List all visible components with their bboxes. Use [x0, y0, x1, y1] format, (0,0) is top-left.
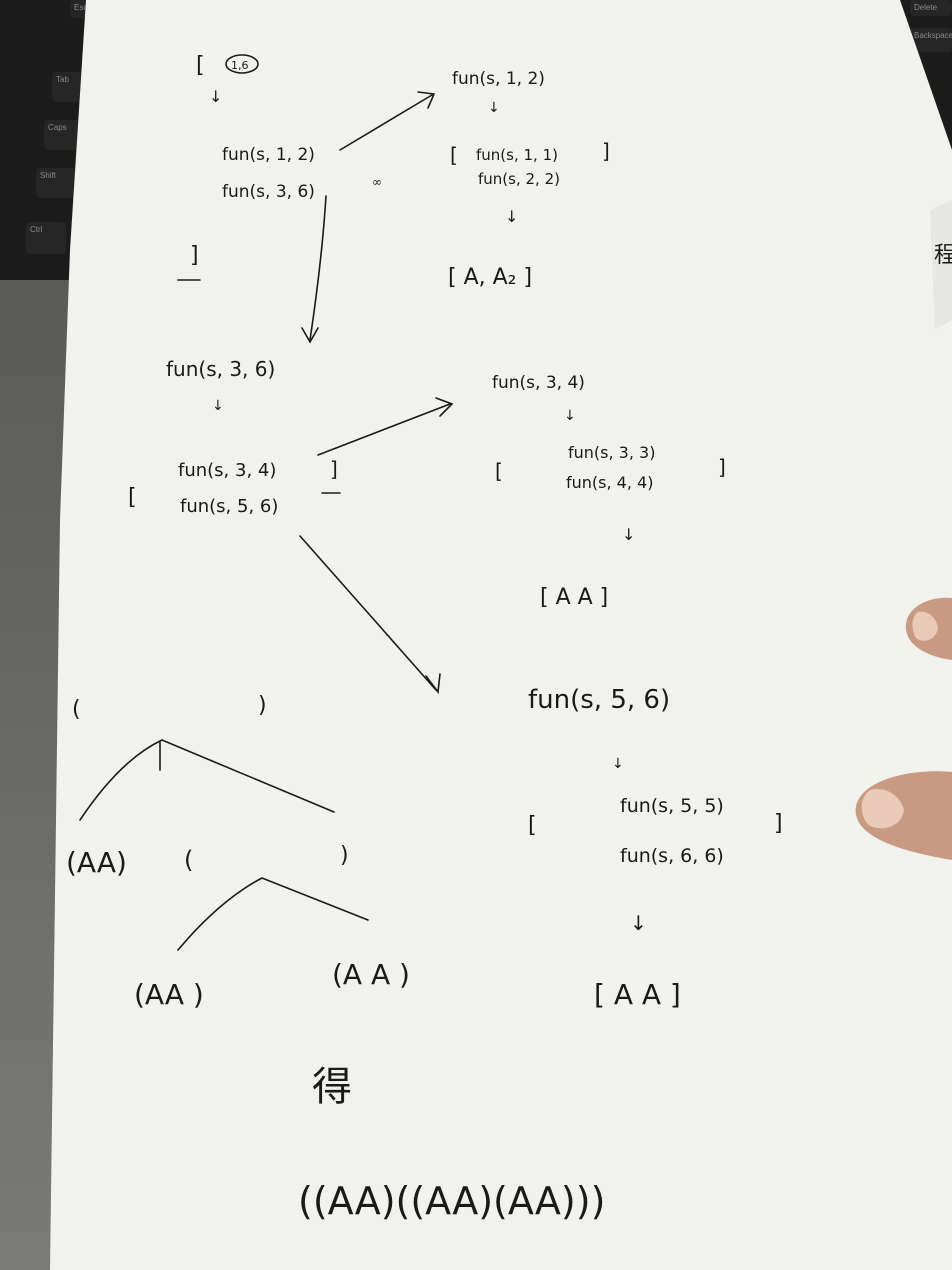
tree-sub-close: ) — [340, 843, 349, 868]
circle-mark — [225, 54, 259, 74]
arrow-down-icon: ↓ — [630, 911, 647, 935]
open-bracket: [ — [528, 813, 537, 838]
arrow-line — [309, 195, 327, 341]
conclusion-word: 得 — [312, 1064, 352, 1110]
key-backspace: Backspace — [910, 28, 952, 52]
call-line: fun(s, 1, 2) — [452, 69, 545, 89]
call-line: fun(s, 5, 6) — [180, 496, 278, 517]
close-bracket: ] — [718, 455, 726, 479]
arrowhead-icon — [435, 397, 454, 417]
side-character: 程 — [934, 243, 952, 268]
call-line: fun(s, 3, 6) — [222, 182, 315, 202]
call-line: fun(s, 3, 6) — [166, 357, 275, 381]
block-low-right: fun(s, 5, 6) ↓ [ fun(s, 5, 5) fun(s, 6, … — [528, 685, 783, 1011]
tree-branch — [177, 877, 369, 951]
open-bracket: [ — [196, 53, 205, 78]
open-bracket: [ — [128, 485, 137, 510]
tree-leaf: (AA ) — [134, 978, 204, 1011]
close-bracket: ] — [330, 457, 338, 481]
paper-sheet — [50, 0, 952, 1270]
block-top-left: [ 1,6 ↓ fun(s, 1, 2) fun(s, 3, 6) ] ∞ — [177, 53, 382, 281]
result-line: [ A A ] — [540, 585, 608, 610]
block-mid-right: fun(s, 3, 4) ↓ [ fun(s, 3, 3) fun(s, 4, … — [492, 373, 726, 610]
circled-range: 1,6 — [231, 59, 249, 72]
tree-leaf: (A A ) — [332, 958, 410, 991]
arrow-down-icon: ↓ — [209, 87, 222, 106]
block-top-right: fun(s, 1, 2) ↓ [ fun(s, 1, 1) fun(s, 2, … — [448, 69, 610, 290]
tree-branch — [79, 739, 335, 821]
result-line: [ A, A₂ ] — [448, 265, 532, 290]
hand-fingers — [855, 597, 952, 860]
open-bracket: [ — [495, 459, 503, 483]
final-result: ((AA)((AA)(AA))) — [298, 1179, 605, 1223]
arrow-down-icon: ↓ — [622, 525, 635, 544]
arrow-down-icon: ↓ — [612, 756, 624, 772]
block-tree: ( ) (AA) ( ) (AA ) (A A ) — [66, 693, 410, 1011]
open-bracket: [ — [450, 143, 458, 167]
call-line: fun(s, 2, 2) — [478, 170, 560, 188]
call-line: fun(s, 3, 3) — [568, 443, 655, 462]
call-line: fun(s, 3, 4) — [492, 373, 585, 393]
tree-sub-open: ( — [184, 846, 193, 874]
arrow-line — [339, 94, 433, 151]
tree-root-close: ) — [258, 693, 267, 718]
key-delete: Delete — [910, 0, 952, 16]
call-line: fun(s, 4, 4) — [566, 473, 653, 492]
call-line: fun(s, 5, 5) — [620, 795, 724, 817]
block-mid-left: fun(s, 3, 6) ↓ [ fun(s, 3, 4) fun(s, 5, … — [128, 357, 341, 517]
side-paper — [930, 200, 952, 330]
arrow-down-icon: ↓ — [212, 398, 224, 414]
tree-left-leaf: (AA) — [66, 846, 127, 879]
key-caps: Caps — [44, 120, 82, 150]
call-line: fun(s, 6, 6) — [620, 845, 724, 867]
arrow-down-icon: ↓ — [564, 408, 576, 424]
call-line: fun(s, 3, 4) — [178, 460, 276, 481]
arrow-line — [299, 535, 437, 691]
arrow-line — [317, 403, 451, 456]
call-line: fun(s, 1, 1) — [476, 146, 558, 164]
fingernail — [861, 788, 904, 829]
arrowhead-icon — [425, 673, 441, 695]
arrowhead-icon — [417, 91, 436, 109]
key-ctrl: Ctrl — [26, 222, 66, 254]
arrowhead-icon — [301, 327, 319, 344]
arrow-down-icon: ↓ — [505, 207, 518, 226]
key-shift: Shift — [36, 168, 76, 198]
call-line: fun(s, 5, 6) — [528, 685, 670, 715]
close-bracket: ] — [774, 811, 783, 836]
fingernail — [912, 611, 938, 641]
result-line: [ A A ] — [594, 978, 681, 1011]
close-bracket: ] — [602, 139, 610, 163]
infinity-mark: ∞ — [372, 175, 382, 189]
tree-root-open: ( — [72, 697, 81, 722]
call-line: fun(s, 1, 2) — [222, 145, 315, 165]
close-bracket: ] — [190, 243, 199, 268]
arrow-down-icon: ↓ — [488, 100, 500, 116]
